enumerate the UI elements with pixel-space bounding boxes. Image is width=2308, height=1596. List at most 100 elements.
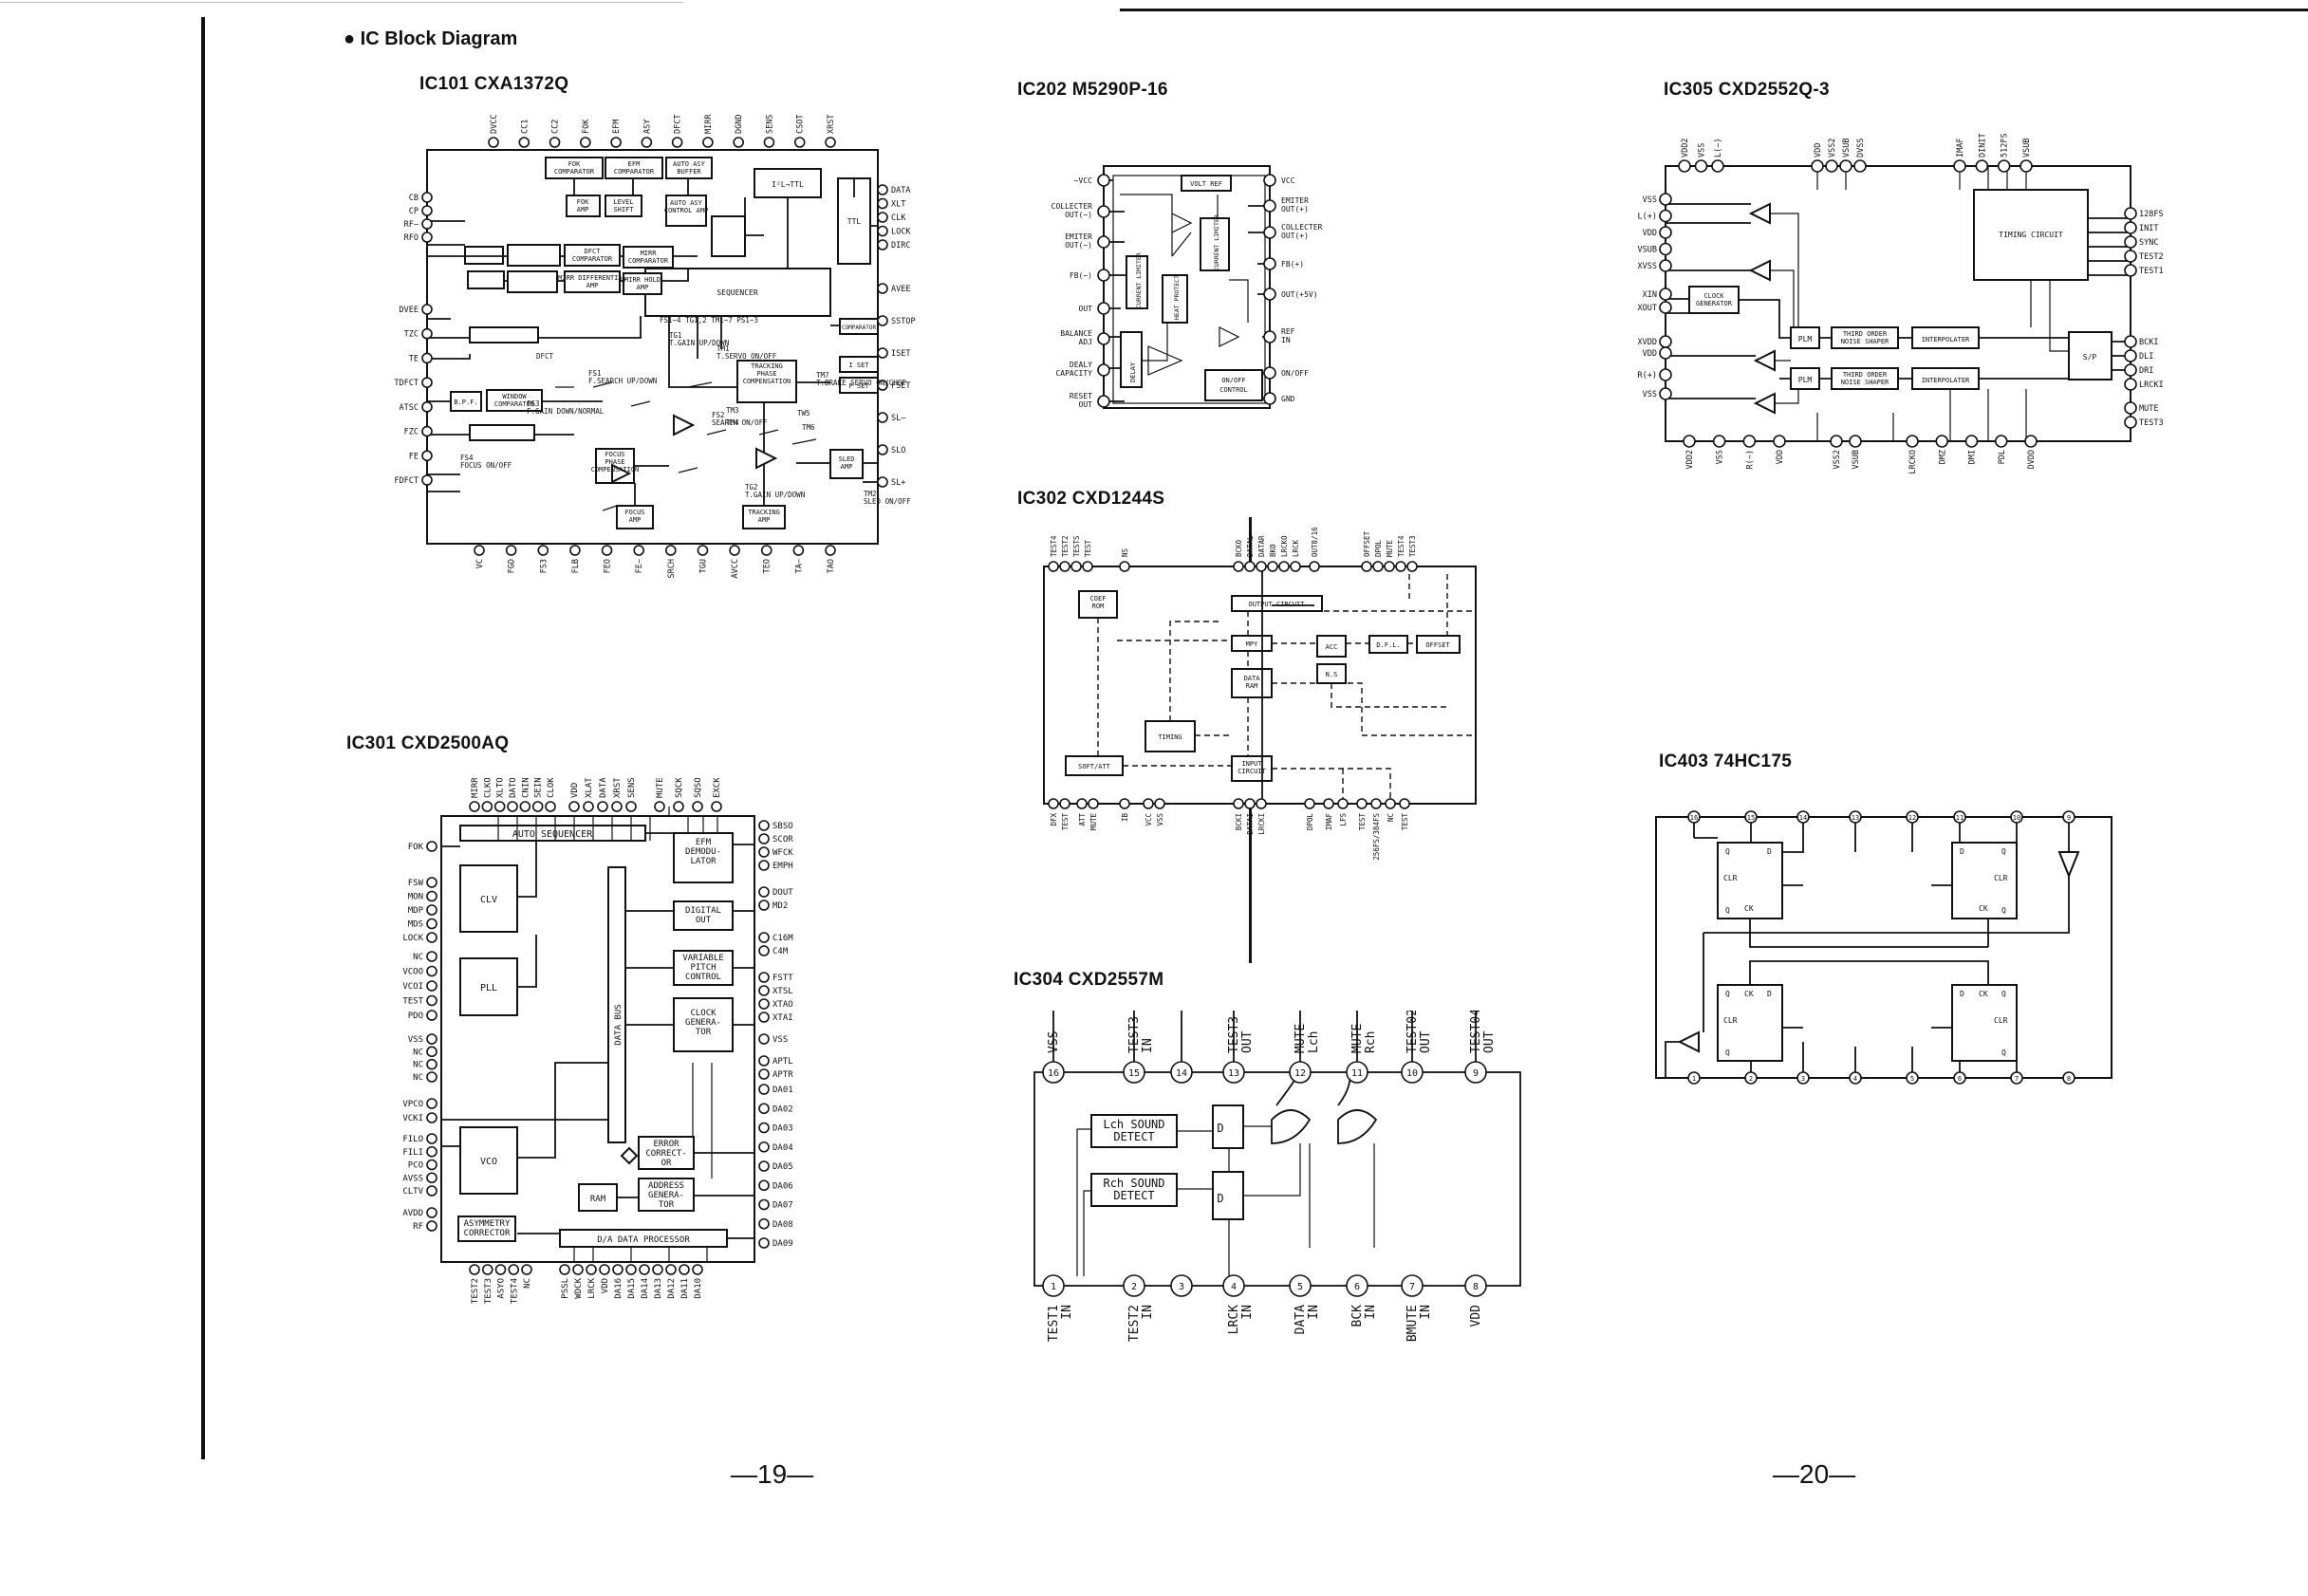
pin-circle <box>1401 1274 1424 1297</box>
pin-label: LFS <box>1339 813 1348 826</box>
pin-number: 6 <box>1354 1282 1360 1292</box>
pin-number: 9 <box>1473 1068 1479 1079</box>
pin-label: MUTE <box>1386 539 1394 557</box>
pin-label: CP <box>409 207 419 216</box>
pin-label: MIRR <box>471 778 480 798</box>
pin-number: 7 <box>2015 1075 2019 1083</box>
switch-label: T.BRAKE SERVO ON/CHOP <box>816 379 906 387</box>
pin-label: VSUB <box>1638 246 1657 255</box>
pin-label: DA07 <box>772 1201 793 1211</box>
pin-circle <box>877 476 888 488</box>
pin-label: TGU <box>698 559 708 573</box>
pin-circle <box>877 283 888 294</box>
block-label: GENERA- <box>648 1191 684 1200</box>
pin-label: FB(−) <box>1070 271 1092 280</box>
pin-circle <box>1906 435 1919 448</box>
block-label: SEQUENCER <box>717 288 758 297</box>
pin-label: CNIN <box>521 778 530 798</box>
pin-label: TZC <box>404 330 419 340</box>
block-label: PITCH <box>690 963 716 973</box>
pin-circle <box>1839 159 1852 173</box>
pin-number: 6 <box>1958 1075 1962 1083</box>
pin-circle <box>1244 561 1256 572</box>
pin-label: DEALY <box>1070 361 1092 369</box>
pin-label: MD2 <box>772 901 788 911</box>
pin-circle <box>1154 798 1165 809</box>
pin-circle <box>1370 798 1382 809</box>
pin-circle <box>2124 264 2137 277</box>
pin-label: FE− <box>635 559 644 573</box>
pin-label: DATO <box>509 778 518 798</box>
pin-circle <box>758 1055 770 1067</box>
volt-ref-block <box>1181 175 1232 192</box>
pin-circle <box>519 801 531 812</box>
pin-label: FILI <box>402 1148 423 1158</box>
ic304-title: IC304 CXD2557M <box>1014 970 1164 990</box>
pin-number: 11 <box>1956 814 1964 822</box>
pin-label: XTAI <box>772 1013 793 1023</box>
pin-label: TEST4 <box>1397 535 1405 557</box>
pin-label: TEST02 <box>1405 1011 1420 1053</box>
block-label: FOCUS <box>624 509 644 516</box>
block-label: RAM <box>1246 682 1258 690</box>
pin-circle <box>758 945 770 956</box>
pin-circle <box>665 1264 677 1275</box>
comparator-mid-block <box>469 424 535 441</box>
pin-label: TAO <box>827 559 836 573</box>
pin-number: 14 <box>1799 814 1807 822</box>
pin-circle <box>641 137 653 148</box>
block-label: NOISE SHAPER <box>1841 379 1889 386</box>
pin-label: DA14 <box>641 1278 650 1299</box>
pin-label: TEST <box>402 997 423 1007</box>
pin-circle <box>426 951 437 962</box>
pin-circle <box>426 1159 437 1171</box>
switch-label: TM3 <box>726 406 739 415</box>
window-comparator-block <box>486 389 543 412</box>
pin-circle <box>421 192 433 203</box>
switch-label: TG1 <box>669 331 682 340</box>
pin-label: DOUT <box>772 888 793 898</box>
pin-label: COLLECTER <box>1052 202 1093 211</box>
lch-sound-detect-block <box>1090 1114 1178 1148</box>
pin-label: DINIT <box>1978 133 1987 158</box>
pin-label: FLB <box>571 559 581 573</box>
pin-label: RF− <box>404 220 419 230</box>
pin-label: MUTE <box>1294 1024 1308 1053</box>
input-circuit-block <box>1231 755 1273 782</box>
pin-circle <box>625 801 637 812</box>
pin-label: EFM <box>612 120 622 134</box>
block-label: CORRECTOR <box>464 1229 511 1238</box>
pin-label: AVSS <box>402 1174 423 1183</box>
pin-circle <box>1678 159 1691 173</box>
block-label: LEVEL <box>613 198 633 206</box>
pin-label: XTAO <box>772 1000 793 1010</box>
pin-circle <box>421 205 433 216</box>
pin-label: AVCC <box>731 559 740 578</box>
pin-circle <box>673 801 684 812</box>
tracking-phase-comp-block <box>736 360 797 403</box>
pin-label: SENS <box>627 778 637 798</box>
block-label: THIRD ORDER <box>1843 371 1888 379</box>
mirr-hold-amp-block <box>623 272 662 295</box>
pin-circle <box>1222 1061 1245 1084</box>
pin-circle <box>1975 159 1989 173</box>
pin-label: DATA <box>891 186 910 195</box>
pin-circle <box>1123 1274 1145 1297</box>
pin-circle <box>421 425 433 437</box>
pin-label: IB <box>1121 813 1129 823</box>
pin-circle <box>2062 1071 2075 1085</box>
pin-circle <box>421 450 433 462</box>
pin-label: R(−) <box>1745 450 1755 469</box>
switch-label: T.SERVO ON/OFF <box>717 352 777 361</box>
pin-circle <box>758 846 770 858</box>
pin-label: TEST <box>1061 813 1070 831</box>
pin-label: Lch <box>1307 1031 1321 1053</box>
pin-circle <box>597 801 608 812</box>
pin-label: OFFSET <box>1363 530 1371 557</box>
switch-label: TM7 <box>816 371 829 380</box>
pin-circle <box>1143 798 1154 809</box>
pin-circle <box>507 801 518 812</box>
block-label: SHIFT <box>613 206 634 213</box>
block-label: DIGITAL <box>685 906 721 916</box>
pin-label: VCC <box>1281 176 1295 185</box>
